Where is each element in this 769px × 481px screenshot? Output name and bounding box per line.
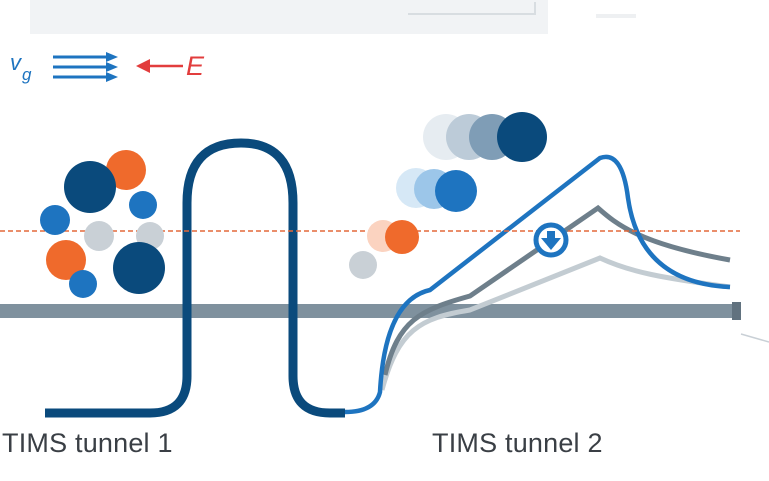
ramp-down-icon [533, 222, 569, 258]
detector-fragment [740, 333, 769, 343]
ion [40, 205, 70, 235]
ion [64, 161, 116, 213]
tunnel2-profile-light [379, 255, 731, 391]
ion [497, 112, 547, 162]
tunnel2-profile-main [344, 154, 731, 415]
ion [113, 242, 165, 294]
tunnel2-profile-mid [382, 204, 731, 376]
ion [435, 170, 477, 212]
gas-velocity-subscript: g [22, 65, 32, 84]
electric-field-arrow-icon [136, 59, 183, 73]
tunnel1-ion-cloud [40, 150, 165, 298]
top-panel [30, 0, 548, 34]
ion [84, 221, 114, 251]
gas-flow-arrows-icon [53, 52, 118, 82]
ion [129, 191, 157, 219]
ion [46, 240, 86, 280]
ion [69, 270, 97, 298]
ion [385, 220, 419, 254]
ion-rail [0, 304, 738, 318]
tunnel1-electrode [45, 138, 345, 418]
ion [349, 251, 377, 279]
top-panel-fragment [596, 14, 636, 18]
tunnel2-caption: TIMS tunnel 2 [432, 428, 603, 458]
rail-end-cap [732, 302, 741, 320]
top-panel-tab [408, 2, 536, 15]
electric-field-symbol: E [186, 51, 205, 81]
tunnel2-ion-trails [349, 112, 547, 279]
gas-velocity-symbol: v [10, 50, 23, 75]
ion [106, 150, 146, 190]
tunnel1-caption: TIMS tunnel 1 [2, 428, 173, 458]
